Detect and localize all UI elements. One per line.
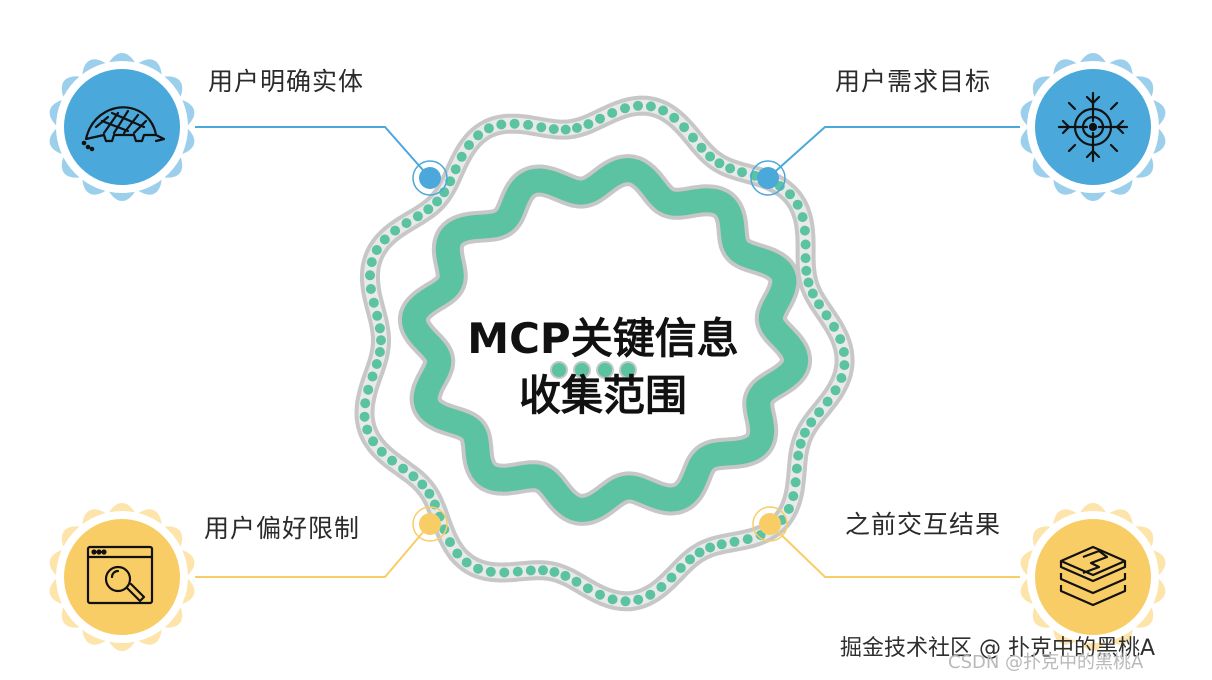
connector-top-right [767, 126, 1020, 179]
badge-bottom-right [1020, 503, 1166, 651]
watermark-primary: 掘金技术社区 @ 扑克中的黑桃A [840, 636, 1156, 661]
label-user-explicit-entity: 用户明确实体 [208, 67, 365, 96]
label-user-goal: 用户需求目标 [835, 67, 992, 96]
badge-top-left [49, 53, 195, 201]
stacked-layers-icon [1059, 545, 1127, 607]
inner-wavy-ring [397, 154, 813, 526]
pangolin-icon [81, 106, 166, 152]
center-title-line-1: MCP关键信息 [467, 314, 739, 363]
label-previous-interaction: 之前交互结果 [845, 510, 1002, 539]
ring-anchor-bottom-left [412, 506, 448, 542]
connector-top-left [195, 126, 431, 179]
watermark-secondary: CSDN @扑克中的黑桃A [948, 652, 1144, 673]
ring-anchor-top-left [412, 160, 448, 196]
center-title-line-2: 收集范围 [518, 371, 687, 420]
target-crosshair-icon [1057, 91, 1129, 163]
ring-anchor-bottom-right [752, 506, 788, 542]
badge-bottom-left [49, 503, 195, 651]
ring-anchor-top-right [750, 160, 786, 196]
browser-search-icon [86, 545, 154, 605]
connector-bottom-right [769, 523, 1020, 578]
connector-bottom-left [195, 523, 431, 578]
label-user-preference: 用户偏好限制 [204, 514, 361, 543]
connector-lines [195, 126, 1020, 578]
center-dots [550, 361, 637, 379]
center-title: MCP关键信息 收集范围 [453, 310, 753, 424]
